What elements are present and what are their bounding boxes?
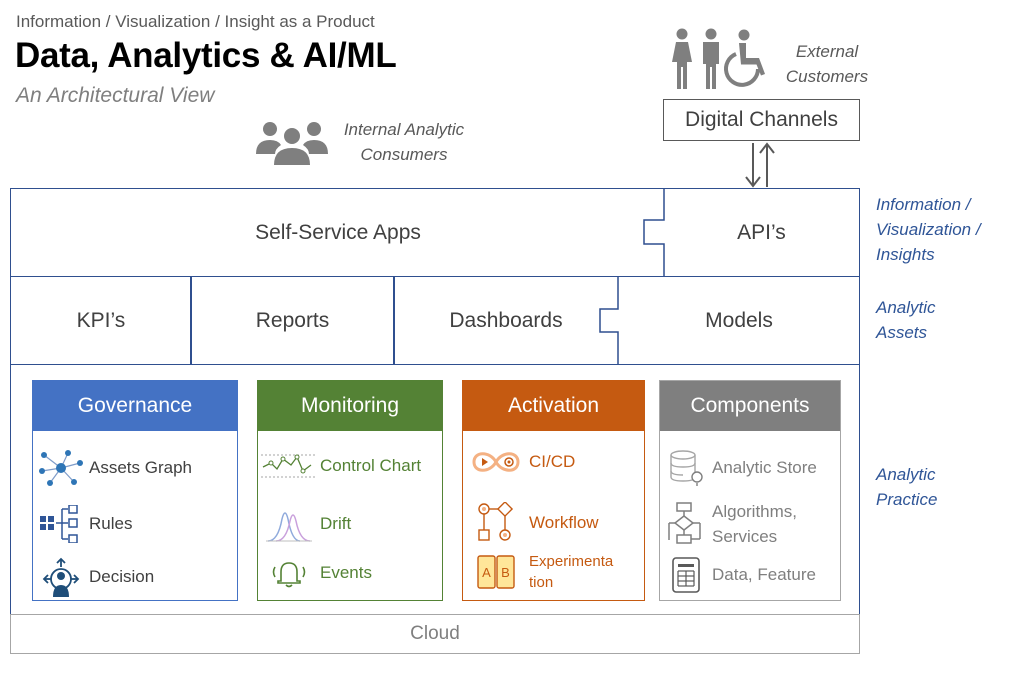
workflow-icon xyxy=(478,502,514,541)
page-title: Data, Analytics & AI/ML xyxy=(15,36,397,75)
models-cell: Models xyxy=(705,309,773,332)
network-graph-icon xyxy=(39,450,83,486)
people-accessibility-icon xyxy=(672,28,765,89)
external-customers-label: External Customers xyxy=(785,42,869,86)
list-item: CI/CD xyxy=(463,449,644,475)
experimentation-label: Experimenta tion xyxy=(529,553,614,591)
apis-cell: API’s xyxy=(737,221,786,244)
page-subtitle: An Architectural View xyxy=(16,84,215,107)
cloud-layer: Cloud xyxy=(10,614,860,654)
assets-graph-label: Assets Graph xyxy=(89,458,192,477)
divider xyxy=(393,276,395,365)
list-item: Decision xyxy=(33,557,237,597)
drift-icon xyxy=(266,512,312,542)
bell-icon xyxy=(272,562,306,588)
list-item: Analytic Store xyxy=(660,449,840,487)
components-card: Components Analytic Store xyxy=(659,380,841,601)
list-item: Algorithms, Services xyxy=(660,499,840,549)
list-item: Workflow xyxy=(463,502,644,544)
rules-label: Rules xyxy=(89,514,133,533)
ci-cd-loop-icon xyxy=(472,452,520,472)
group-icon xyxy=(256,122,328,165)
events-label: Events xyxy=(320,563,372,582)
decision-icon xyxy=(42,557,80,597)
internal-consumers-label: Internal Analytic Consumers xyxy=(343,120,465,164)
info-layer-label: Information / Visualization / Insights xyxy=(876,195,981,264)
control-chart-label: Control Chart xyxy=(320,456,422,475)
digital-channels-box: Digital Channels xyxy=(663,99,860,141)
reports-cell: Reports xyxy=(255,309,330,332)
divider xyxy=(190,276,192,365)
practice-layer-label: Analytic Practice xyxy=(876,465,938,509)
control-chart-icon xyxy=(261,454,317,478)
activation-header: Activation xyxy=(463,381,644,431)
workflow-label: Workflow xyxy=(529,513,599,532)
kpis-cell: KPI’s xyxy=(76,309,126,332)
assets-layer-label: Analytic Assets xyxy=(876,298,936,342)
self-service-apps-cell: Self-Service Apps xyxy=(255,221,421,244)
puzzle-connector-top xyxy=(643,188,665,277)
data-feature-label: Data, Feature xyxy=(712,565,816,584)
list-item: Data, Feature xyxy=(660,557,840,593)
information-layer xyxy=(10,188,860,277)
list-item: Rules xyxy=(33,505,237,543)
monitoring-header: Monitoring xyxy=(258,381,442,431)
governance-card: Governance Assets Graph Rules xyxy=(32,380,238,601)
supertitle: Information / Visualization / Insight as… xyxy=(16,12,375,31)
algorithms-services-label: Algorithms, Services xyxy=(712,502,798,546)
list-item: Control Chart xyxy=(258,449,442,483)
list-item: A B Experimenta tion xyxy=(463,551,644,593)
list-item: Drift xyxy=(258,505,442,543)
monitoring-card: Monitoring Control Chart Drift xyxy=(257,380,443,601)
dashboards-cell: Dashboards xyxy=(449,309,563,332)
database-icon xyxy=(670,450,703,486)
decision-label: Decision xyxy=(89,567,155,586)
svg-text:B: B xyxy=(501,565,510,580)
analytic-store-label: Analytic Store xyxy=(712,458,817,477)
ab-test-icon: A B xyxy=(477,555,515,589)
governance-header: Governance xyxy=(33,381,237,431)
list-item: Assets Graph xyxy=(33,449,237,487)
components-header: Components xyxy=(660,381,840,431)
ci-cd-label: CI/CD xyxy=(529,452,576,471)
rules-icon xyxy=(40,505,78,543)
spreadsheet-icon xyxy=(672,557,700,593)
drift-label: Drift xyxy=(320,514,352,533)
puzzle-connector-bottom xyxy=(599,276,619,365)
activation-card: Activation CI/CD Workflow xyxy=(462,380,645,601)
list-item: Events xyxy=(258,557,442,589)
bidirectional-arrows-icon xyxy=(745,142,775,188)
svg-text:A: A xyxy=(482,565,491,580)
flowchart-icon xyxy=(668,502,701,544)
